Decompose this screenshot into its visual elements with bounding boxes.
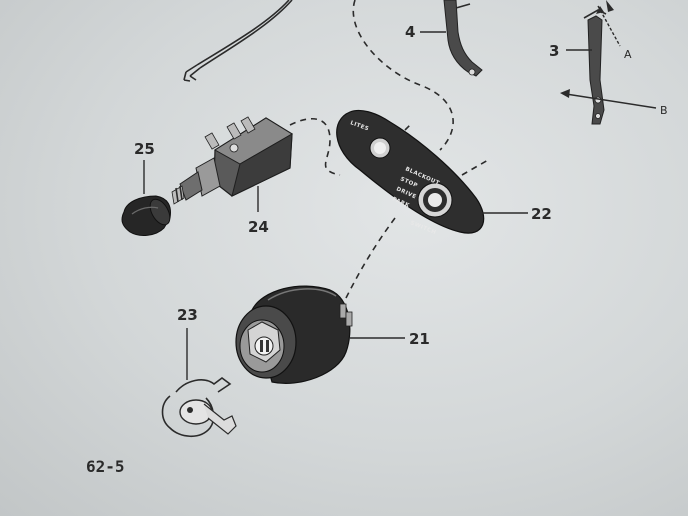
page-number: 62-5 bbox=[86, 457, 125, 476]
instruction-plate-part-22: LITES BLACKOUT STOP DRIVE PARK SWITCH bbox=[336, 109, 485, 236]
callout-arrow-a: A bbox=[624, 48, 632, 61]
light-switch-part-24 bbox=[171, 116, 293, 205]
key-part-23 bbox=[161, 377, 237, 438]
callout-part-4: 4 bbox=[405, 23, 415, 41]
plate-label-bottom: SWITCH bbox=[409, 220, 437, 236]
wire-terminal-drawing bbox=[183, 0, 293, 82]
callout-part-22: 22 bbox=[531, 205, 552, 223]
callout-part-21: 21 bbox=[409, 330, 430, 348]
callout-part-25: 25 bbox=[134, 140, 155, 158]
arrow-b bbox=[560, 89, 657, 109]
knob-part-25 bbox=[121, 195, 171, 236]
callout-part-24: 24 bbox=[248, 218, 269, 236]
callout-arrow-b: B bbox=[660, 104, 668, 117]
bracket-part-4 bbox=[443, 0, 483, 77]
callout-part-3: 3 bbox=[549, 42, 559, 60]
bracket-part-3 bbox=[583, 9, 607, 125]
plate-gear-ring bbox=[417, 182, 453, 218]
arrow-a bbox=[596, 0, 621, 47]
ignition-switch-part-21 bbox=[235, 285, 353, 384]
callout-part-23: 23 bbox=[177, 306, 198, 324]
wire-routes bbox=[289, 0, 489, 301]
